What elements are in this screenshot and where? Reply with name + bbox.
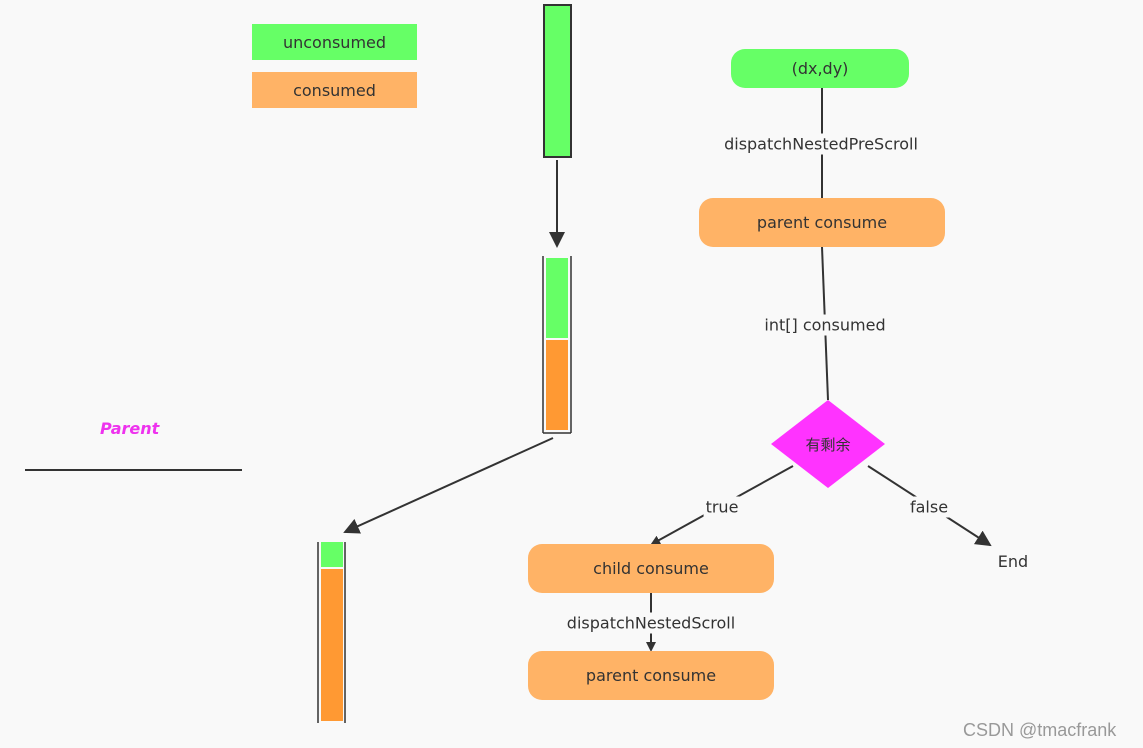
edge-label-pre-scroll: dispatchNestedPreScroll bbox=[722, 133, 920, 155]
scroll-bar-3 bbox=[317, 542, 346, 723]
arrow-bar2-to-bar3 bbox=[343, 437, 554, 534]
legend-unconsumed: unconsumed bbox=[252, 24, 417, 60]
parent-label: Parent bbox=[100, 419, 160, 438]
edge-label-scroll: dispatchNestedScroll bbox=[564, 612, 738, 634]
end-node: End bbox=[997, 551, 1029, 571]
decision-diamond bbox=[771, 400, 885, 488]
parent-consume-node-2: parent consume bbox=[528, 651, 774, 700]
decision-label: 有剩余 bbox=[805, 435, 851, 454]
edge-label-true: true bbox=[703, 496, 741, 518]
scroll-bar-2 bbox=[542, 256, 572, 434]
legend-consumed: consumed bbox=[252, 72, 417, 108]
edge-label-consumed: int[] consumed bbox=[762, 314, 888, 336]
watermark: CSDN @tmacfrank bbox=[963, 720, 1117, 740]
child-consume-node: child consume bbox=[528, 544, 774, 593]
edge-label-false: false bbox=[907, 496, 951, 518]
parent-consume-node-1: parent consume bbox=[699, 198, 945, 247]
scroll-bar-1 bbox=[543, 4, 572, 158]
start-node: (dx,dy) bbox=[731, 49, 909, 88]
